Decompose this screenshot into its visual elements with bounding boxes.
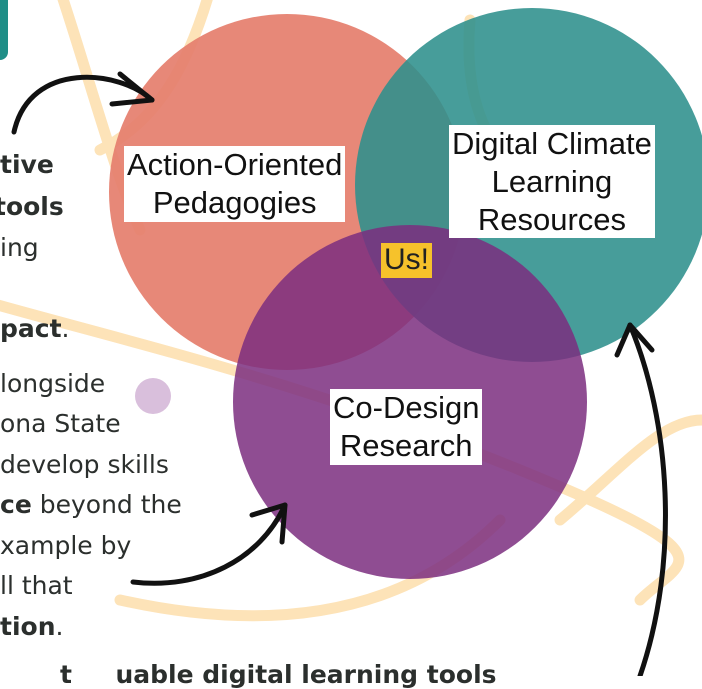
label-line: Resources	[477, 201, 627, 237]
side-text-line-9: xample by	[0, 531, 132, 560]
arrow-to-co-design	[130, 502, 288, 586]
arrow-head-co-design	[249, 502, 288, 545]
label-line: Co-Design	[333, 390, 480, 425]
label-line: Learning	[491, 163, 613, 199]
label-line: Digital Climate	[452, 126, 652, 161]
arrow-head-pedagogies	[109, 71, 155, 107]
side-text-line-7: develop skills	[0, 450, 169, 479]
side-text-line-5: longside	[0, 369, 106, 398]
arrow-head-digital-resources	[614, 322, 655, 358]
center-label-us: Us!	[381, 243, 432, 278]
side-text-line-10: ll that	[0, 571, 73, 600]
side-text-line-3: ing	[0, 233, 39, 262]
side-text-line-6: ona State	[0, 409, 121, 438]
side-text-line-4: pact.	[0, 314, 70, 343]
decorative-dot	[135, 378, 171, 414]
side-text-line-11: tion.	[0, 612, 64, 641]
arrow-to-digital-resources	[627, 322, 668, 676]
label-digital-climate-learning-resources: Digital Climate Learning Resources	[449, 125, 655, 239]
bottom-text-line: t uable digital learning tools	[60, 660, 497, 689]
teal-tab-accent	[0, 0, 8, 60]
arrows	[11, 71, 668, 676]
side-text-line-2: tools	[0, 192, 64, 221]
swirl-line-6	[554, 414, 702, 526]
side-text-line-8: ce beyond the	[0, 490, 182, 519]
label-line: Action-Oriented	[127, 147, 343, 182]
label-line: Research	[339, 427, 473, 463]
label-action-oriented-pedagogies: Action-Oriented Pedagogies	[124, 146, 346, 222]
label-line: Pedagogies	[152, 184, 317, 220]
label-co-design-research: Co-Design Research	[330, 389, 483, 465]
side-text-line-1: tive	[0, 150, 54, 179]
